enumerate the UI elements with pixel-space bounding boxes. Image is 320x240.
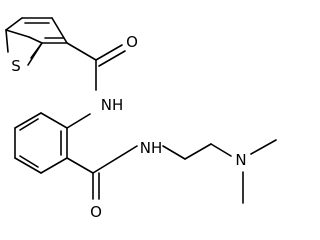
- benzamide-carbonyl-oxygen-label: O: [90, 203, 102, 221]
- dimethylamino-nitrogen-label: N: [235, 151, 246, 169]
- bond-s-right: [27, 42, 43, 66]
- bond-c3-c4: [28, 36, 43, 44]
- bond-ch2-ch2: [184, 143, 212, 160]
- bond-ring-top-left: [5, 17, 23, 31]
- bond-carbonyl-o-double: [98, 50, 126, 67]
- bond-amide-c-nh: [92, 145, 138, 174]
- dimethylaminoethyl-chain: [162, 139, 277, 204]
- bond-carbonyl-o: [95, 44, 123, 61]
- bond-ring-right: [51, 17, 68, 44]
- bond-bz-to-carbonyl: [66, 157, 94, 174]
- bond-n-methyl-up: [250, 139, 277, 155]
- benzamide-nh-label: NH: [140, 139, 163, 157]
- thiophene-ring: [5, 17, 68, 66]
- bond-bz-2: [40, 157, 68, 174]
- bond-s-left: [5, 29, 9, 53]
- bond-nh-to-benzene: [66, 113, 91, 129]
- anilide-nh-label: NH: [101, 96, 124, 114]
- benzene-ring: [14, 112, 68, 174]
- bond-bz-5: [14, 112, 42, 129]
- benzamide-group: [66, 145, 138, 200]
- bond-bz-3: [14, 157, 42, 174]
- bond-ring-to-carbonyl: [66, 42, 97, 61]
- bond-bz-inner-2: [19, 155, 39, 168]
- bond-c4-ring: [5, 29, 30, 38]
- thiophene-carbonyl-oxygen-label: O: [126, 33, 138, 51]
- bond-nh-ch2: [162, 145, 186, 160]
- bond-bz-inner-3: [19, 118, 39, 131]
- bond-ch2-n: [210, 143, 232, 157]
- chemical-structure: S O NH NH O N: [5, 17, 277, 221]
- bond-bz-6: [40, 112, 68, 129]
- thiophene-sulfur-label: S: [11, 57, 21, 75]
- thiophene-carbonyl: [66, 42, 126, 129]
